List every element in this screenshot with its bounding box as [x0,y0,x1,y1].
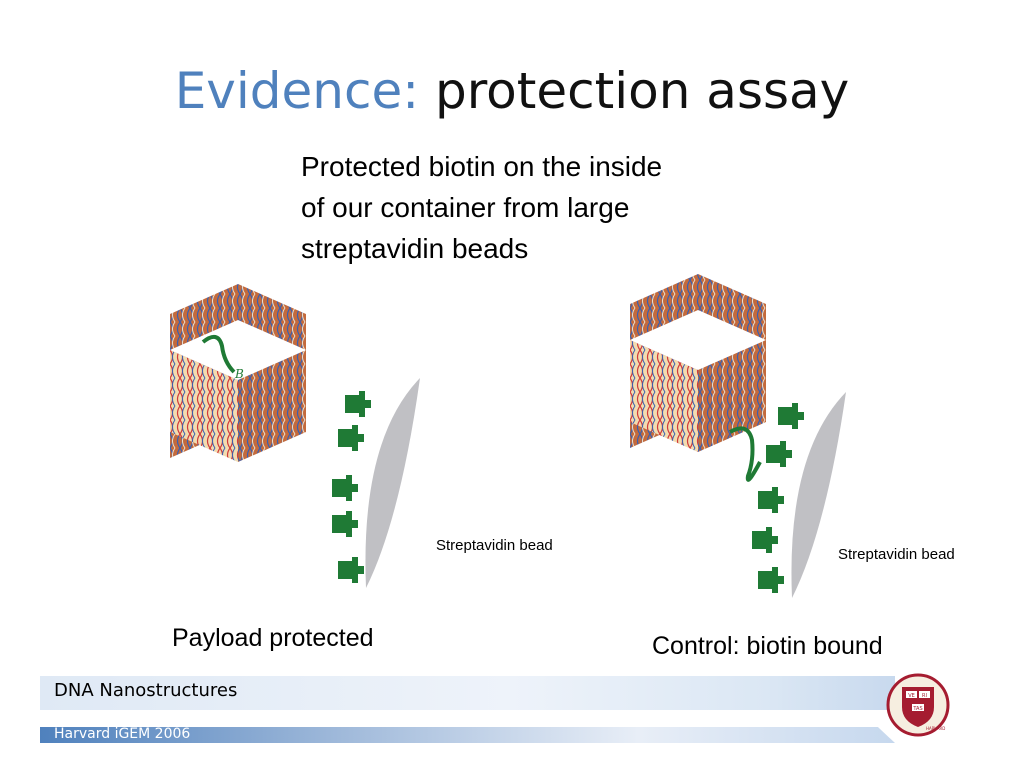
right-streptavidin-bead [752,392,846,598]
title-main: protection assay [434,62,850,120]
container-front-right-face [238,350,306,462]
container-interior [170,320,306,380]
slide-title: Evidence: protection assay [0,56,1024,126]
right-caption: Control: biotin bound [652,632,883,660]
biotin-tether [201,334,236,374]
biotin-label: B [234,367,244,381]
body-text: Protected biotin on the inside of our co… [301,146,771,269]
container-interior [630,310,766,370]
logo-book [906,691,917,698]
logo-text: VE [908,693,915,699]
body-line: of our container from large [301,192,630,223]
left-caption: Payload protected [172,624,374,652]
footer-team-label: Harvard iGEM 2006 [54,726,191,742]
left-dna-container: B [170,284,306,462]
streptavidin-molecule [338,557,364,583]
title-accent: Evidence: [174,62,420,120]
bead-surface [791,392,846,598]
biotin-tether [729,426,762,482]
footer-section-label: DNA Nanostructures [54,680,238,701]
bead-surface [365,378,420,588]
right-dna-container: B [630,274,772,482]
footer-section-band [40,676,895,710]
right-bead-label: Streptavidin bead [838,546,955,563]
streptavidin-molecule [345,391,371,417]
footer-team-band [40,727,895,743]
logo-book [919,691,930,698]
left-streptavidin-bead [332,378,420,588]
logo-ring-text: HARVARD [926,726,945,731]
logo-text: RI [922,693,927,699]
streptavidin-molecule [338,425,364,451]
streptavidin-molecule [758,567,784,593]
left-bead-label: Streptavidin bead [436,537,553,554]
streptavidin-molecule [778,403,804,429]
container-front-left-face [630,340,698,452]
streptavidin-molecule [752,527,778,553]
body-line: streptavidin beads [301,233,529,264]
streptavidin-molecule [758,487,784,513]
streptavidin-molecule [332,475,358,501]
container-front-right-face [698,340,766,452]
logo-text: TAS [912,706,922,712]
streptavidin-molecule [332,511,358,537]
container-front-left-face [170,350,238,462]
logo-book [912,704,924,711]
body-line: Protected biotin on the inside [301,151,663,182]
harvard-shield-logo: VE RI TAS HARVARD [886,673,950,737]
